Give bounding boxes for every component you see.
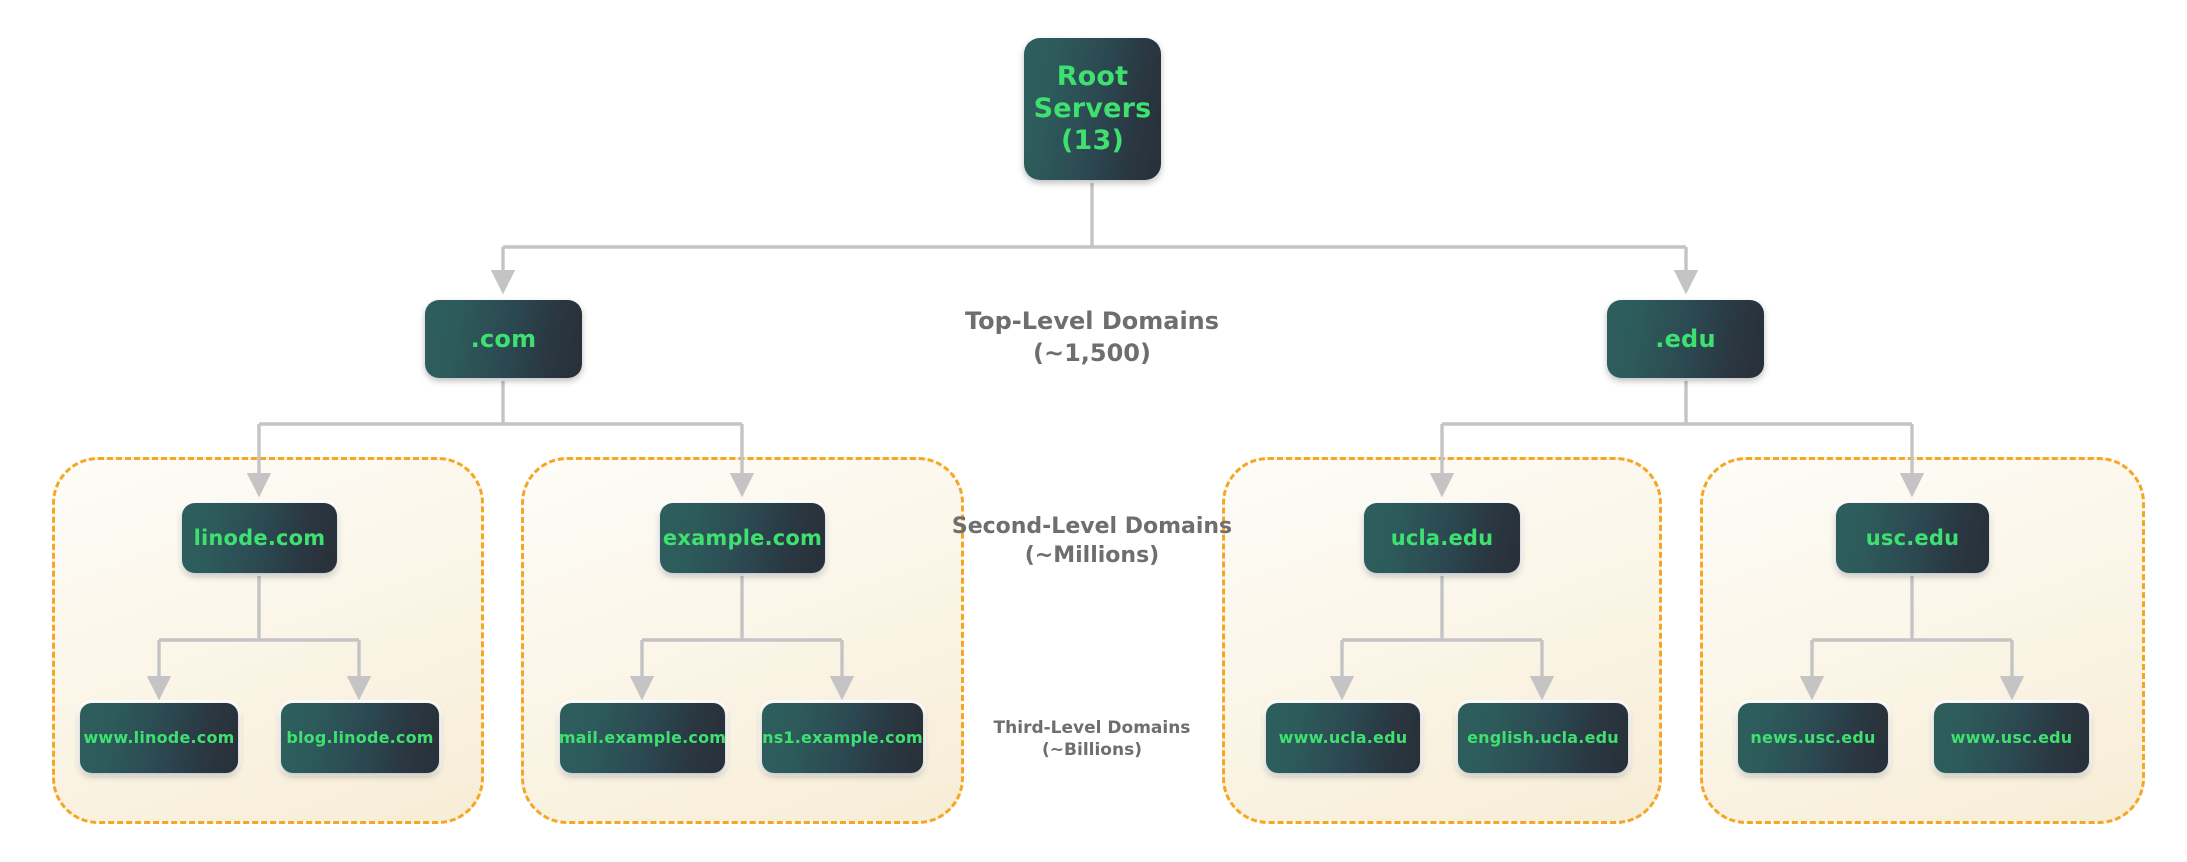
node-third-www-ucla-edu[interactable]: www.ucla.edu xyxy=(1266,703,1420,773)
tier-label-second-level-domains: Second-Level Domains (~Millions) xyxy=(951,514,1233,569)
node-third-mail-example-com[interactable]: mail.example.com xyxy=(559,703,726,773)
node-sld-example-com[interactable]: example.com xyxy=(660,503,825,573)
node-sld-usc-edu[interactable]: usc.edu xyxy=(1836,503,1989,573)
node-third-english-ucla-edu[interactable]: english.ucla.edu xyxy=(1458,703,1628,773)
node-tld-com[interactable]: .com xyxy=(425,300,582,378)
node-root-servers[interactable]: Root Servers (13) xyxy=(1024,38,1161,180)
node-sld-ucla-edu[interactable]: ucla.edu xyxy=(1364,503,1520,573)
node-third-www-linode-com[interactable]: www.linode.com xyxy=(80,703,238,773)
node-third-ns1-example-com[interactable]: ns1.example.com xyxy=(762,703,923,773)
node-sld-linode-com[interactable]: linode.com xyxy=(182,503,337,573)
node-tld-edu[interactable]: .edu xyxy=(1607,300,1764,378)
node-third-blog-linode-com[interactable]: blog.linode.com xyxy=(281,703,439,773)
node-third-news-usc-edu[interactable]: news.usc.edu xyxy=(1738,703,1888,773)
node-third-www-usc-edu[interactable]: www.usc.edu xyxy=(1934,703,2089,773)
tier-label-third-level-domains: Third-Level Domains (~Billions) xyxy=(993,718,1191,761)
tier-label-top-level-domains: Top-Level Domains (~1,500) xyxy=(964,307,1220,367)
